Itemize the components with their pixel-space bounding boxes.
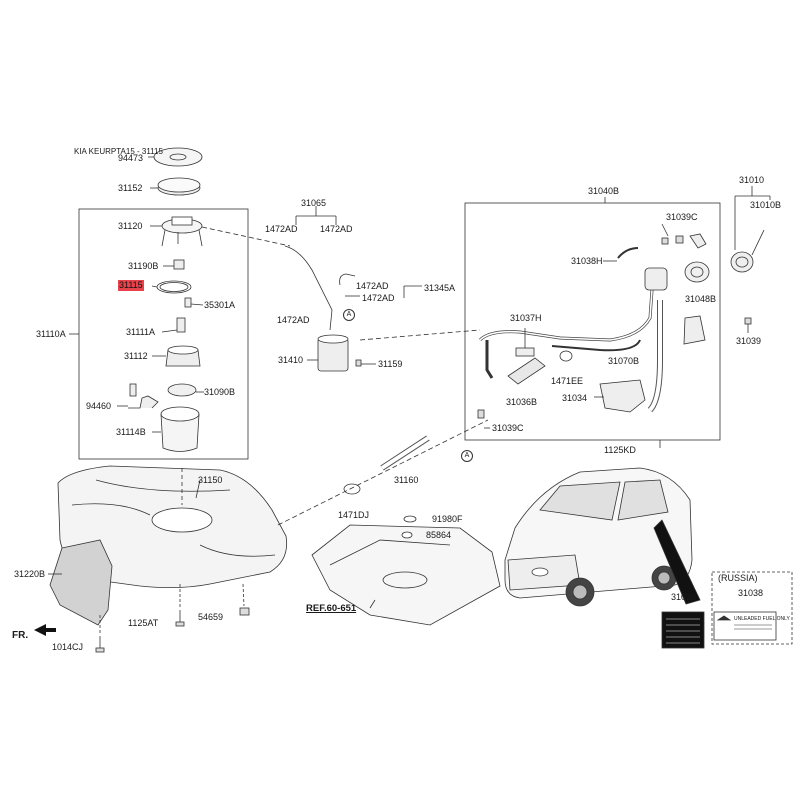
unleaded-tag-text: UNLEADED FUEL ONLY: [734, 616, 790, 622]
part-label-31036B[interactable]: 31036B: [506, 397, 538, 407]
clamp-1471EE: [559, 350, 573, 362]
part-label-91980F[interactable]: 91980F: [432, 514, 463, 524]
part-label-31115-highlighted[interactable]: 31115: [118, 280, 144, 291]
bracket-31070B-shape: [683, 315, 706, 345]
part-label-31010[interactable]: 31010: [739, 175, 765, 185]
part-label-1472AD-e[interactable]: 1472AD: [277, 315, 310, 325]
part-label-31065[interactable]: 31065: [301, 198, 327, 208]
heat-shield-shape: [49, 539, 113, 626]
part-label-1472AD-d[interactable]: 1472AD: [362, 293, 395, 303]
part-label-31090B[interactable]: 31090B: [204, 387, 236, 397]
part-label-31150[interactable]: 31150: [198, 475, 223, 485]
part-label-31159[interactable]: 31159: [378, 359, 403, 369]
part-label-31048B[interactable]: 31048B: [685, 294, 717, 304]
part-label-31111A[interactable]: 31111A: [126, 327, 156, 337]
hose-31038H: [617, 247, 639, 259]
part-label-54659[interactable]: 54659: [198, 612, 224, 622]
part-label-31220B[interactable]: 31220B: [14, 569, 46, 579]
tether-31010B: [751, 229, 765, 256]
part-label-31039[interactable]: 31039: [736, 336, 762, 346]
pump-shape: [176, 317, 186, 333]
vapor-tube-shape: [284, 245, 333, 331]
part-label-31034[interactable]: 31034: [562, 393, 588, 403]
hose-31345A-shape: [339, 273, 356, 286]
strainer-shape: [167, 383, 197, 397]
leader-to-vapor-line: [201, 226, 291, 247]
part-label-31039C-b[interactable]: 31039C: [492, 423, 524, 433]
part-label-1472AD-b[interactable]: 1472AD: [320, 224, 353, 234]
hose-31036B-shape: [507, 357, 546, 385]
part-label-94473[interactable]: 94473: [118, 153, 144, 163]
reference-circle-a-1: A: [343, 309, 355, 321]
car-illustration: [504, 467, 701, 607]
russia-box: [711, 571, 793, 645]
front-label: FR.: [12, 630, 29, 641]
caption-text: KIA KEURPTA15 - 31115: [74, 147, 163, 156]
russia-label-tag: [713, 611, 777, 641]
clip-shape: [173, 259, 185, 270]
part-label-31152[interactable]: 31152: [118, 183, 143, 193]
bracket-31034-shape: [599, 379, 646, 413]
part-label-31037H[interactable]: 31037H: [510, 313, 542, 323]
part-label-31112[interactable]: 31112: [124, 351, 148, 361]
part-label-31038[interactable]: 31038: [671, 592, 697, 602]
part-label-1125KD[interactable]: 1125KD: [604, 445, 636, 455]
part-label-31160[interactable]: 31160: [394, 475, 419, 485]
gasket-31048B: [684, 261, 710, 283]
part-label-1472AD-a[interactable]: 1472AD: [265, 224, 298, 234]
sender-shape: [184, 297, 192, 308]
part-label-31040B[interactable]: 31040B: [588, 186, 620, 196]
russia-label: (RUSSIA): [718, 573, 758, 583]
part-label-31410[interactable]: 31410: [278, 355, 304, 365]
fuel-cap-shape: [730, 251, 754, 273]
part-label-31345A[interactable]: 31345A: [424, 283, 456, 293]
nut-54659: [239, 607, 250, 616]
part-label-31110A[interactable]: 31110A: [36, 329, 66, 339]
part-label-31120[interactable]: 31120: [118, 221, 143, 231]
part-label-1471EE[interactable]: 1471EE: [551, 376, 584, 386]
reference-link[interactable]: REF.60-651: [306, 603, 357, 614]
reference-circle-a-2: A: [461, 450, 473, 462]
part-label-31038H[interactable]: 31038H: [571, 256, 603, 266]
part-label-31038-russia[interactable]: 31038: [738, 588, 764, 598]
fuel-label-tag: [661, 611, 705, 649]
part-label-1014CJ[interactable]: 1014CJ: [52, 642, 84, 652]
floor-panel-shape: [311, 524, 501, 626]
screw-31039: [744, 317, 752, 325]
clamp-1471DJ: [343, 483, 361, 495]
seal-plate-hole: [169, 153, 187, 161]
part-label-31010B[interactable]: 31010B: [750, 200, 782, 210]
part-label-31039C-a[interactable]: 31039C: [666, 212, 698, 222]
plug-91980F: [403, 515, 417, 523]
reservoir-cup-shape: [160, 413, 200, 452]
part-label-85864[interactable]: 85864: [426, 530, 452, 540]
hose-31037H-shape: [515, 347, 535, 357]
plug-85864: [401, 531, 413, 539]
front-arrow: [34, 624, 56, 636]
filler-neck-group-box: [464, 202, 721, 441]
part-label-31190B[interactable]: 31190B: [128, 261, 159, 271]
part-label-35301A[interactable]: 35301A: [204, 300, 236, 310]
part-label-31070B[interactable]: 31070B: [608, 356, 640, 366]
sensor-bracket-shape: [128, 395, 159, 409]
part-label-1471DJ[interactable]: 1471DJ: [338, 510, 370, 520]
part-label-1125AT[interactable]: 1125AT: [128, 618, 159, 628]
part-label-94460[interactable]: 94460: [86, 401, 112, 411]
filler-head-shape: [644, 267, 668, 291]
part-label-31114B[interactable]: 31114B: [116, 427, 146, 437]
part-label-1472AD-c[interactable]: 1472AD: [356, 281, 389, 291]
